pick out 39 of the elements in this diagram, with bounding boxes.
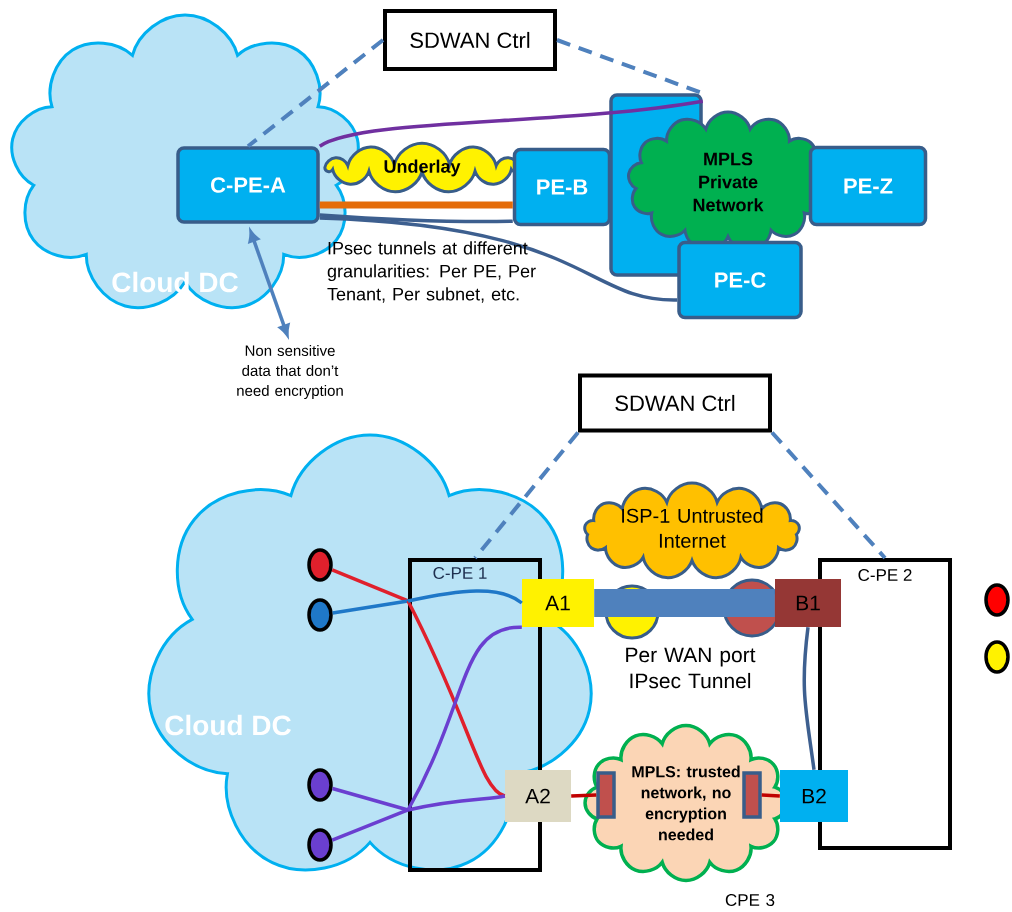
port-box <box>596 771 616 819</box>
connector <box>246 38 385 148</box>
connector <box>407 794 506 812</box>
endpoint-oval <box>984 583 1010 617</box>
router-box: PE-B <box>512 147 612 227</box>
port-box: B1 <box>775 579 841 627</box>
router-box: PE-C <box>677 240 803 320</box>
connector <box>594 589 775 617</box>
connector <box>571 793 597 798</box>
controller-box: SDWAN Ctrl <box>383 9 557 71</box>
connector <box>319 216 678 302</box>
connector <box>406 625 522 811</box>
annotation-text: Per WAN port IPsec Tunnel <box>626 647 756 689</box>
endpoint-oval <box>984 640 1010 674</box>
connector <box>319 99 704 148</box>
connector <box>406 600 506 798</box>
endpoint-oval <box>307 598 333 632</box>
controller-box: SDWAN Ctrl <box>578 373 772 433</box>
router-box: C-PE-A <box>176 146 320 224</box>
endpoint-oval <box>307 828 333 862</box>
connector <box>319 213 513 224</box>
port-box: B2 <box>780 770 848 822</box>
connector <box>331 568 409 603</box>
port-box: A1 <box>522 579 594 627</box>
router-box: PE-Z <box>808 145 928 227</box>
connector <box>770 431 887 560</box>
endpoint-oval <box>307 768 333 802</box>
annotation-text: Non sensitive data that don’t need encryption <box>237 345 343 399</box>
port-box: A2 <box>505 770 571 822</box>
port-box <box>742 771 762 819</box>
connector <box>332 786 409 812</box>
annotation-text: CPE 3 <box>725 894 775 906</box>
connector <box>407 589 523 605</box>
connector <box>473 431 580 560</box>
connector <box>802 627 816 771</box>
endpoint-oval <box>307 548 333 582</box>
connector <box>332 599 409 615</box>
connector <box>331 808 409 842</box>
connector <box>761 793 780 798</box>
